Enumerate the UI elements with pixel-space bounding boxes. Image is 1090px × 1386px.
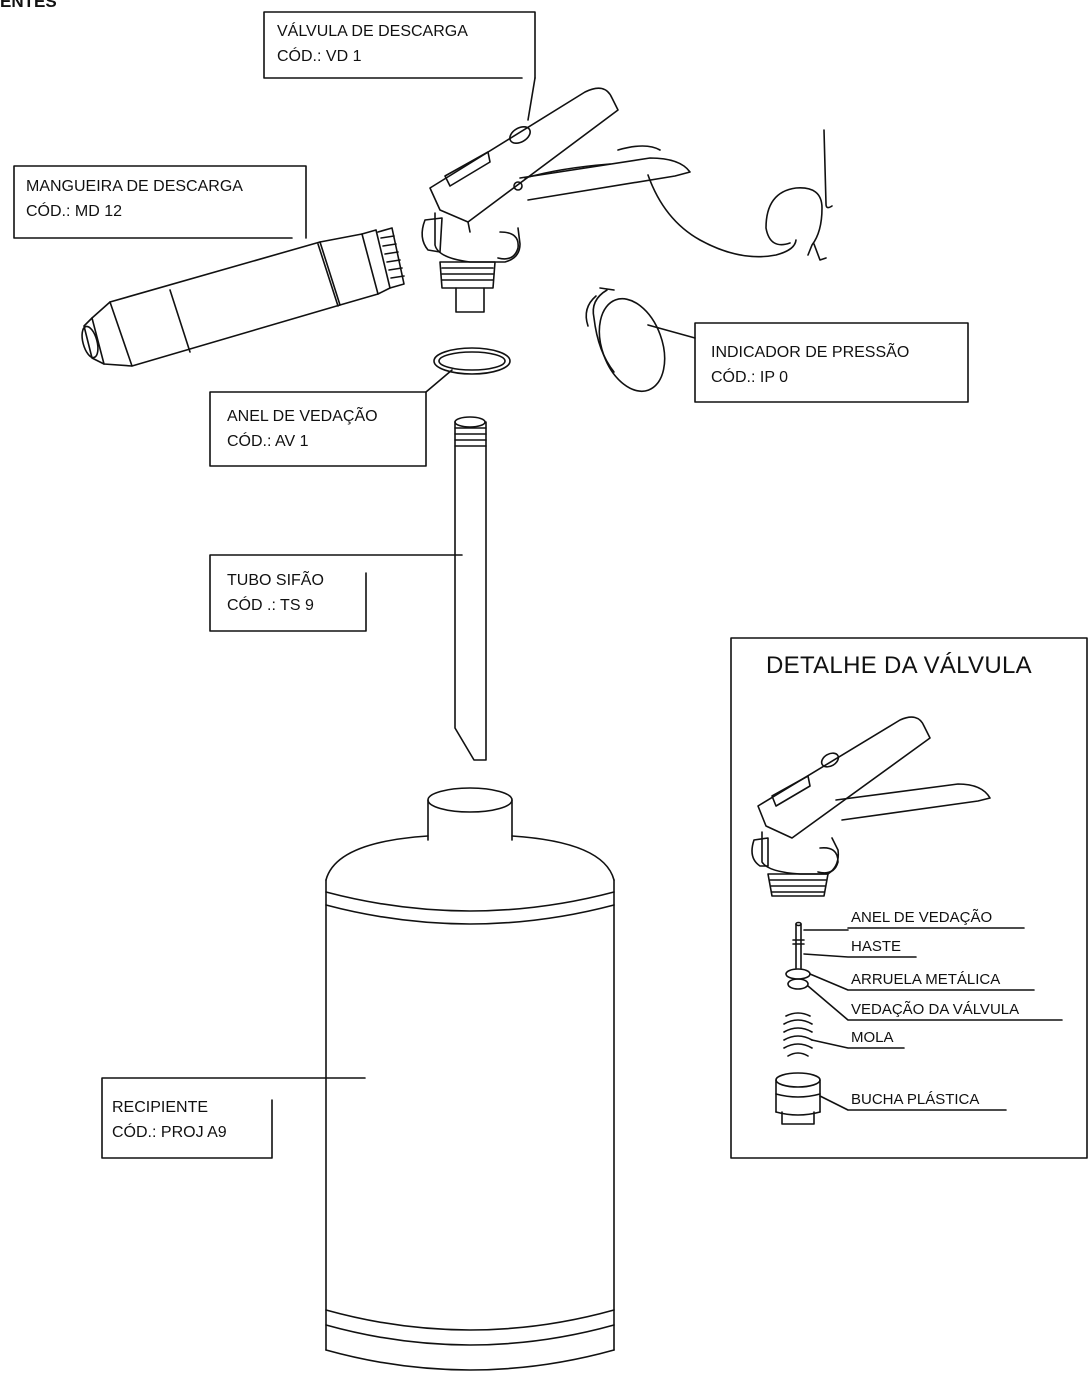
callout-box-valvula: [263, 11, 536, 79]
callout-indicador-name: INDICADOR DE PRESSÃO: [711, 344, 910, 361]
siphon-tube-drawing: [454, 416, 487, 761]
callout-box-tubo: [209, 554, 463, 632]
leader-indicador: [647, 324, 696, 339]
callout-valvula-name: VÁLVULA DE DESCARGA: [277, 23, 468, 40]
valve-drawing: [421, 87, 691, 313]
callout-indicador: INDICADOR DE PRESSÃO CÓD.: IP 0: [711, 340, 909, 390]
callout-valvula-code: CÓD.: VD 1: [277, 48, 362, 65]
hose-drawing: [81, 227, 405, 367]
detail-label-mola: MOLA: [851, 1029, 894, 1046]
callout-tubo-code: CÓD .: TS 9: [227, 597, 314, 614]
detail-title: DETALHE DA VÁLVULA: [766, 652, 1032, 679]
leader-anel: [425, 369, 453, 393]
callout-indicador-code: CÓD.: IP 0: [711, 369, 789, 386]
callout-recipiente-code: CÓD.: PROJ A9: [112, 1124, 227, 1141]
container-drawing: [325, 787, 615, 1371]
callout-box-mangueira: [13, 165, 307, 239]
sealing-ring-drawing: [433, 347, 511, 375]
callout-anel: ANEL DE VEDAÇÃO CÓD.: AV 1: [227, 404, 378, 454]
callout-mangueira: MANGUEIRA DE DESCARGA CÓD.: MD 12: [26, 174, 243, 224]
callout-recipiente: RECIPIENTE CÓD.: PROJ A9: [112, 1095, 227, 1145]
safety-pin-drawing: [647, 129, 833, 261]
callout-mangueira-name: MANGUEIRA DE DESCARGA: [26, 178, 243, 195]
callout-box-anel: [209, 391, 427, 467]
callout-tubo-name: TUBO SIFÃO: [227, 572, 324, 589]
page-header-fragment: ENTES: [0, 0, 57, 11]
callout-tubo: TUBO SIFÃO CÓD .: TS 9: [227, 568, 324, 618]
detail-box: [730, 637, 1088, 1159]
callout-anel-name: ANEL DE VEDAÇÃO: [227, 408, 378, 425]
detail-label-vedacao-valvula: VEDAÇÃO DA VÁLVULA: [851, 1001, 1020, 1018]
detail-leaders: [803, 927, 1063, 1111]
callout-box-indicador: [694, 322, 969, 403]
callout-mangueira-code: CÓD.: MD 12: [26, 203, 123, 220]
pressure-indicator-drawing: [585, 287, 666, 393]
callout-anel-code: CÓD.: AV 1: [227, 433, 309, 450]
callout-box-recipiente: [101, 1077, 366, 1159]
detail-label-haste: HASTE: [851, 938, 902, 955]
detail-label-arruela: ARRUELA METÁLICA: [851, 971, 1001, 988]
detail-valve-drawing: [751, 716, 991, 897]
callout-valvula: VÁLVULA DE DESCARGA CÓD.: VD 1: [277, 19, 468, 69]
callout-recipiente-name: RECIPIENTE: [112, 1099, 209, 1116]
detail-parts-drawing: [775, 921, 821, 1125]
detail-label-anel: ANEL DE VEDAÇÃO: [851, 909, 993, 926]
leader-valvula: [527, 77, 536, 121]
detail-label-bucha: BUCHA PLÁSTICA: [851, 1091, 980, 1108]
